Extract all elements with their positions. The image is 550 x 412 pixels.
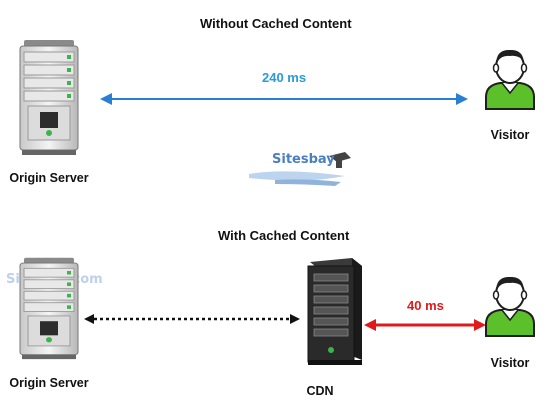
sitesbay-logo-icon — [249, 152, 351, 186]
latency-arrow-blue — [100, 93, 468, 105]
visitor-label-bottom: Visitor — [490, 356, 530, 370]
origin-server-icon — [19, 257, 79, 360]
sitesbay-logo-text: Sitesbay — [272, 152, 335, 167]
cdn-label: CDN — [306, 384, 334, 398]
latency-label-240: 240 ms — [262, 70, 307, 85]
title-without-cache: Without Cached Content — [200, 16, 352, 31]
visitor-icon — [485, 49, 535, 110]
origin-server-label-bottom: Origin Server — [9, 376, 89, 390]
visitor-icon — [485, 276, 535, 337]
visitor-label-top: Visitor — [490, 128, 530, 142]
origin-cdn-dotted-arrow — [84, 314, 300, 324]
origin-server-label-top: Origin Server — [9, 171, 89, 185]
latency-label-40: 40 ms — [407, 298, 444, 313]
origin-server-icon — [19, 40, 79, 155]
title-with-cache: With Cached Content — [218, 228, 350, 243]
latency-arrow-red — [364, 319, 486, 331]
cdn-server-icon — [307, 258, 362, 365]
